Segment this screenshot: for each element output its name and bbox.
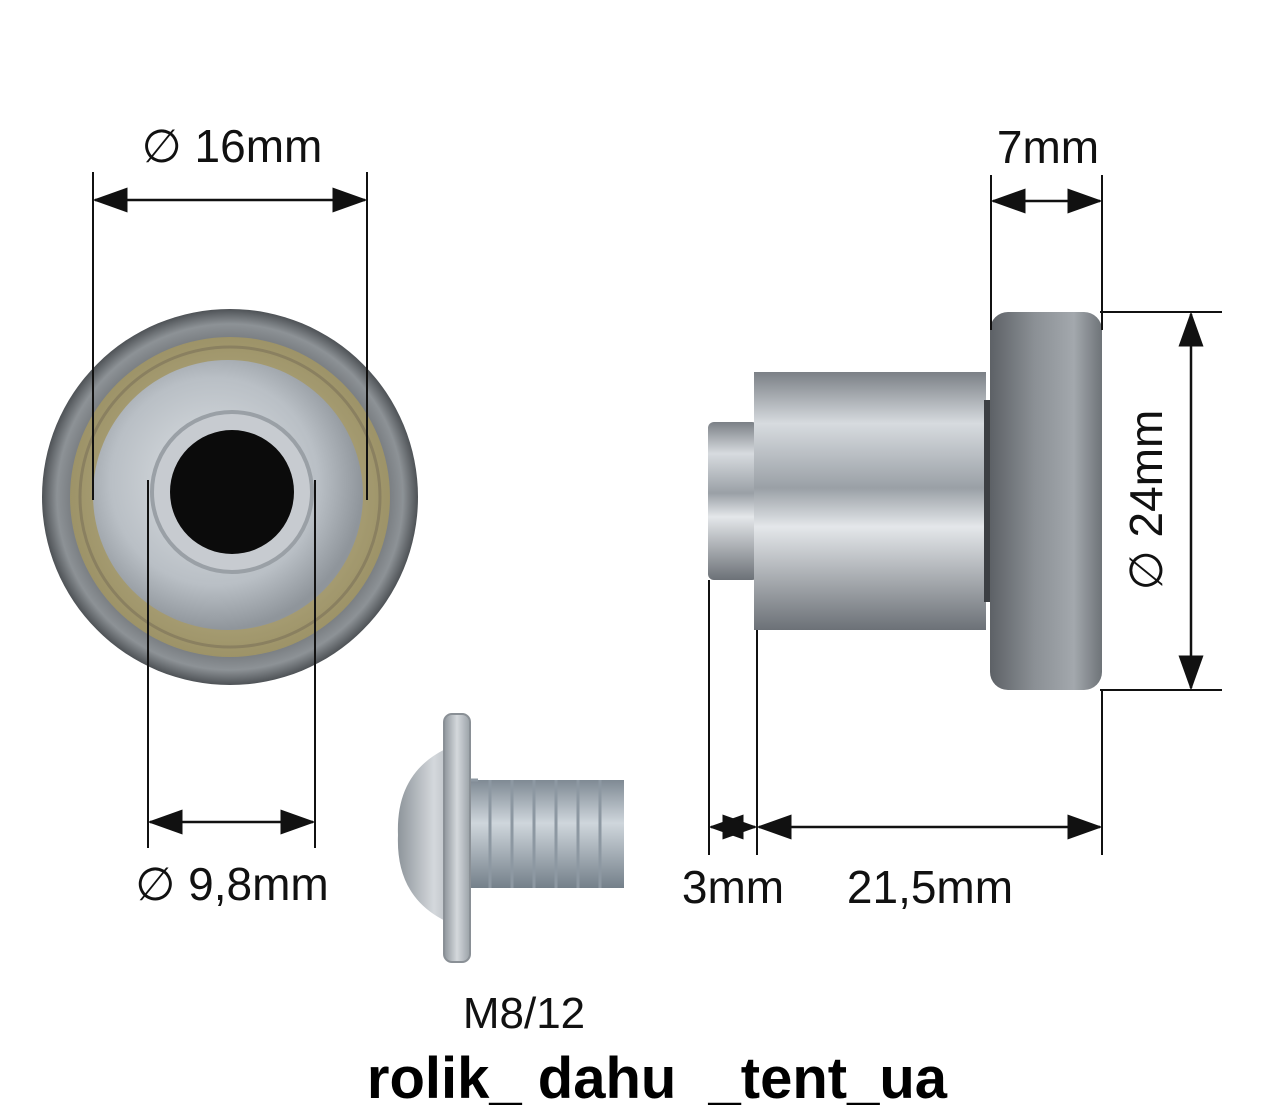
watermark-text: rolik_ dahu _tent_ua xyxy=(367,1046,948,1111)
wheel-diameter-label: ∅ 24mm xyxy=(1120,410,1172,591)
total-length-label: 21,5mm xyxy=(847,861,1013,913)
dimension-wheel-width: 7mm xyxy=(990,121,1103,330)
step-length-label: 3mm xyxy=(682,861,784,913)
wheel-width-label: 7mm xyxy=(997,121,1099,173)
roller-side-view xyxy=(708,312,1102,690)
bearing-bore-hole xyxy=(170,430,294,554)
outer-bore-diameter-label: ∅ 16mm xyxy=(142,120,323,172)
dimension-inner-bore: ∅ 9,8mm xyxy=(135,480,329,910)
bolt-flange xyxy=(443,713,471,963)
roller-wheel xyxy=(990,312,1102,690)
dimension-outer-bore: ∅ 16mm xyxy=(92,120,368,500)
bolt-drawing xyxy=(397,713,624,963)
bolt-size-label: M8/12 xyxy=(463,989,585,1038)
dimension-lengths: 3mm 21,5mm xyxy=(682,580,1103,913)
roller-step-shaft xyxy=(708,422,758,580)
bearing-front-view xyxy=(42,309,418,685)
bolt-thread xyxy=(466,780,624,888)
roller-body xyxy=(754,372,986,630)
dimension-wheel-diameter: ∅ 24mm xyxy=(1100,311,1222,691)
inner-bore-diameter-label: ∅ 9,8mm xyxy=(135,858,328,910)
